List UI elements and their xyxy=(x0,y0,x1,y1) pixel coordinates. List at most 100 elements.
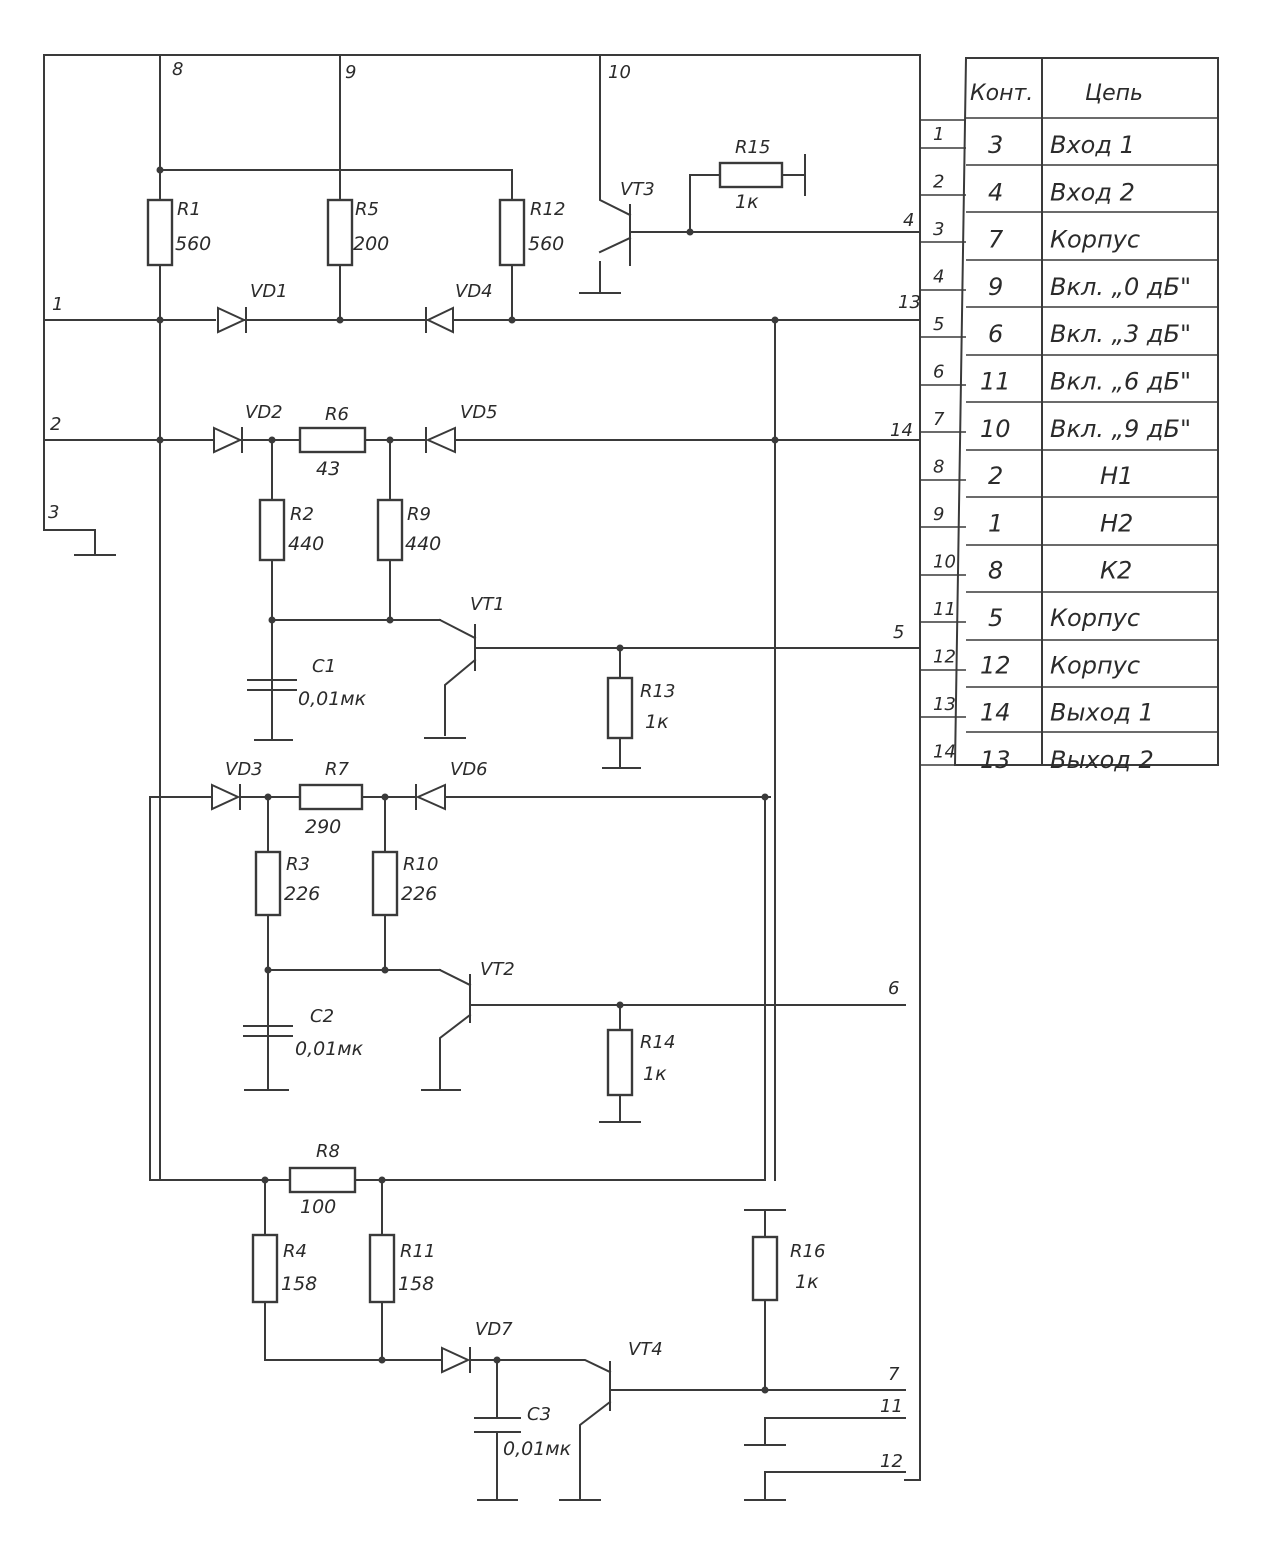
vt4-label: VT4 xyxy=(628,1339,663,1360)
connector-pin-6: 6 xyxy=(933,362,944,383)
table-cell-circuit: Выход 1 xyxy=(1050,699,1154,727)
table-cell-contact: 13 xyxy=(980,746,1011,774)
table-cell-circuit: Н1 xyxy=(1100,462,1133,490)
table-cell-contact: 2 xyxy=(988,462,1003,490)
lead-13: 13 xyxy=(898,292,921,313)
table-cell-contact: 12 xyxy=(980,651,1011,679)
vd6-label: VD6 xyxy=(450,759,488,780)
r7-value: 290 xyxy=(305,816,341,838)
table-cell-contact: 3 xyxy=(988,131,1003,159)
table-cell-circuit: Корпус xyxy=(1050,651,1140,679)
diode-symbols xyxy=(211,306,471,1374)
connector-pin-12: 12 xyxy=(933,647,956,668)
lead-11: 11 xyxy=(880,1396,903,1417)
lead-8: 8 xyxy=(172,59,183,80)
vd1-label: VD1 xyxy=(250,281,288,302)
connector-pin-10: 10 xyxy=(933,552,956,573)
vd4-label: VD4 xyxy=(455,281,493,302)
r2-name: R2 xyxy=(290,504,314,525)
c1-name: C1 xyxy=(312,656,336,677)
r12-value: 560 xyxy=(528,233,564,255)
lead-1: 1 xyxy=(52,294,63,315)
connector-pin-2: 2 xyxy=(933,172,944,193)
resistor-bodies xyxy=(146,161,784,1304)
table-cell-circuit: Вкл. „0 дБ" xyxy=(1050,273,1191,301)
c3-value: 0,01мк xyxy=(503,1438,572,1460)
r14-name: R14 xyxy=(640,1032,675,1053)
table-cell-circuit: Вкл. „3 дБ" xyxy=(1050,320,1191,348)
lead-9: 9 xyxy=(345,62,356,83)
connector-pin-14: 14 xyxy=(933,742,956,763)
lead-7: 7 xyxy=(888,1364,900,1385)
r14-value: 1к xyxy=(643,1063,667,1085)
table-header-circuit: Цепь xyxy=(1085,81,1143,106)
r5-value: 200 xyxy=(353,233,389,255)
r8-value: 100 xyxy=(300,1196,336,1218)
r3-value: 226 xyxy=(284,883,320,905)
component-labels: R1 560 R5 200 R12 560 R15 1к VT3 VD1 VD4… xyxy=(175,137,825,1460)
connector-pin-5: 5 xyxy=(933,314,944,335)
table-cell-circuit: Выход 2 xyxy=(1050,746,1154,774)
table-cell-circuit: Н2 xyxy=(1100,509,1133,537)
r6-value: 43 xyxy=(316,458,340,480)
connector-pin-1: 1 xyxy=(933,124,944,145)
r15-value: 1к xyxy=(735,191,759,213)
connector-pin-7: 7 xyxy=(933,409,945,430)
junction-dots xyxy=(156,166,779,1394)
lead-3: 3 xyxy=(48,502,59,523)
vt1-label: VT1 xyxy=(470,594,505,615)
table-cell-contact: 9 xyxy=(988,273,1003,301)
vt3-label: VT3 xyxy=(620,179,655,200)
lead-5: 5 xyxy=(893,622,904,643)
table-cell-circuit: Вкл. „9 дБ" xyxy=(1050,415,1191,443)
vd3-label: VD3 xyxy=(225,759,263,780)
r11-value: 158 xyxy=(398,1273,434,1295)
table-cell-contact: 10 xyxy=(980,415,1011,443)
table-header-contact: Конт. xyxy=(970,81,1033,106)
lead-10: 10 xyxy=(608,62,631,83)
table-cell-contact: 4 xyxy=(988,178,1003,206)
r11-name: R11 xyxy=(400,1241,435,1262)
table-cell-circuit: Вход 1 xyxy=(1050,131,1135,159)
lead-6: 6 xyxy=(888,978,899,999)
table-cell-contact: 1 xyxy=(988,509,1003,537)
r16-name: R16 xyxy=(790,1241,825,1262)
lead-4: 4 xyxy=(903,210,914,231)
r9-value: 440 xyxy=(405,533,441,555)
r1-name: R1 xyxy=(177,199,201,220)
vt2-label: VT2 xyxy=(480,959,515,980)
vd5-label: VD5 xyxy=(460,402,498,423)
lead-2: 2 xyxy=(50,414,61,435)
r10-name: R10 xyxy=(403,854,438,875)
connector-pin-13: 13 xyxy=(933,694,956,715)
table-cell-circuit: Корпус xyxy=(1050,226,1140,254)
connector-pin-9: 9 xyxy=(933,504,944,525)
lead-labels: 8 9 10 1 2 3 4 13 14 5 6 7 11 12 xyxy=(48,59,921,1472)
table-cell-contact: 8 xyxy=(988,557,1003,585)
c1-value: 0,01мк xyxy=(298,688,367,710)
r12-name: R12 xyxy=(530,199,565,220)
lead-14: 14 xyxy=(890,420,913,441)
transistor-bases xyxy=(469,204,631,1411)
r4-value: 158 xyxy=(281,1273,317,1295)
connector-pin-8: 8 xyxy=(933,457,944,478)
r15-name: R15 xyxy=(735,137,770,158)
table-cell-contact: 11 xyxy=(980,368,1011,396)
r8-name: R8 xyxy=(316,1141,340,1162)
r13-name: R13 xyxy=(640,681,675,702)
c2-name: C2 xyxy=(310,1006,334,1027)
connector-pin-11: 11 xyxy=(933,599,956,620)
table-cell-circuit: Вкл. „6 дБ" xyxy=(1050,368,1191,396)
connector-pin-3: 3 xyxy=(933,219,944,240)
r7-name: R7 xyxy=(325,759,350,780)
r6-name: R6 xyxy=(325,404,349,425)
table-cell-circuit: Корпус xyxy=(1050,604,1140,632)
table-cell-contact: 6 xyxy=(988,320,1003,348)
c2-value: 0,01мк xyxy=(295,1038,364,1060)
lead-12: 12 xyxy=(880,1451,903,1472)
table-cell-contact: 14 xyxy=(980,699,1011,727)
capacitor-plates xyxy=(243,679,521,1433)
